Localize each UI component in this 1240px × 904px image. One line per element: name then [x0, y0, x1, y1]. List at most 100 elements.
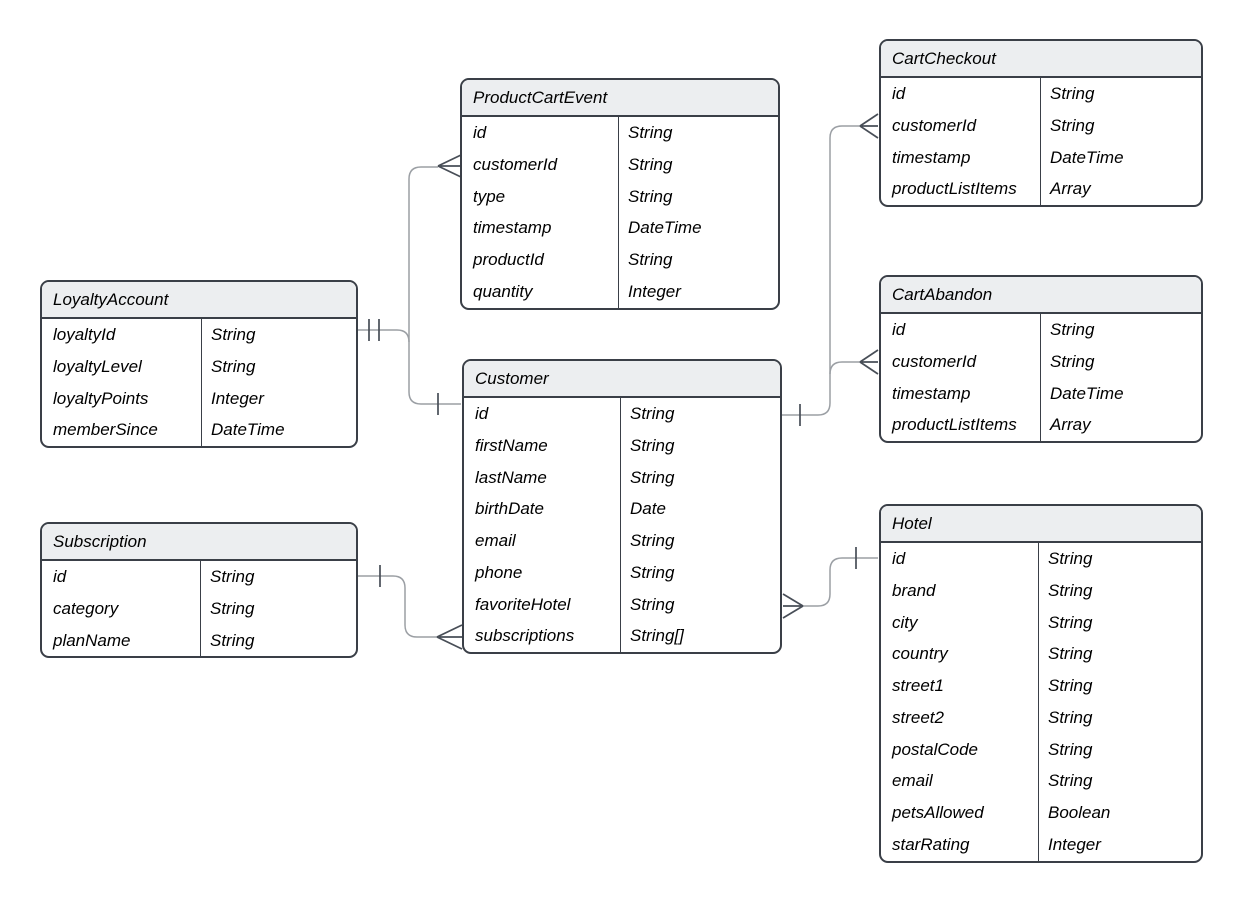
- attribute-type: String: [618, 117, 778, 149]
- attribute-type: String: [1038, 543, 1201, 575]
- attribute-name: planName: [53, 630, 131, 650]
- attribute-type: String: [618, 180, 778, 213]
- relationship-subscription-customer[interactable]: [358, 565, 463, 650]
- relationship-line[interactable]: [782, 125, 860, 416]
- attribute-name: customerId: [473, 154, 558, 174]
- attribute-name: memberSince: [53, 420, 158, 440]
- attribute-row: birthDate Date: [464, 493, 780, 525]
- attribute-type: String: [618, 148, 778, 181]
- attribute-type: String: [200, 561, 356, 593]
- entity-title-bar: ProductCartEvent: [462, 80, 778, 117]
- attribute-name: street1: [892, 676, 944, 695]
- attribute-type: Date: [620, 493, 780, 525]
- attribute-name: loyaltyLevel: [53, 356, 142, 376]
- attribute-name: phone: [475, 562, 523, 582]
- entity-title-bar: LoyaltyAccount: [42, 282, 356, 319]
- relationship-line[interactable]: [408, 166, 438, 342]
- attribute-name: id: [892, 320, 906, 339]
- attribute-name: timestamp: [892, 147, 971, 167]
- attribute-name: productId: [473, 250, 544, 269]
- attribute-type: String: [618, 244, 778, 276]
- relationship-customer-cartcheckout[interactable]: [782, 113, 879, 426]
- attribute-type: String: [620, 429, 780, 462]
- attribute-name: category: [53, 598, 119, 618]
- cardinality-marker: [799, 113, 879, 426]
- attribute-row: customerId String: [462, 148, 778, 181]
- attribute-name: id: [892, 84, 906, 103]
- attribute-name: customerId: [892, 115, 977, 135]
- attribute-type: String: [200, 592, 356, 625]
- relationship-customer-cartabandon[interactable]: [829, 349, 879, 375]
- entity-title-bar: Hotel: [881, 506, 1201, 543]
- attribute-row: productId String: [462, 244, 778, 276]
- attribute-name: id: [475, 404, 489, 423]
- attribute-type: DateTime: [201, 414, 356, 446]
- attribute-type: String: [1038, 574, 1201, 607]
- attribute-name: timestamp: [892, 383, 971, 403]
- attribute-type: String: [1040, 314, 1201, 346]
- attribute-name: starRating: [892, 834, 970, 854]
- entity-title: CartAbandon: [892, 285, 993, 304]
- entity-title-bar: Subscription: [42, 524, 356, 561]
- entity-title-bar: CartCheckout: [881, 41, 1201, 78]
- attribute-type: Integer: [201, 382, 356, 415]
- attribute-row: starRating Integer: [881, 828, 1201, 861]
- cardinality-marker: [368, 319, 439, 415]
- cardinality-marker: [782, 547, 857, 619]
- relationship-line[interactable]: [803, 557, 878, 607]
- entity-title: CartCheckout: [892, 49, 996, 68]
- relationship-customer-hotel[interactable]: [782, 547, 878, 619]
- relationship-line[interactable]: [358, 575, 437, 638]
- relationship-loyaltyaccount-customer[interactable]: [358, 319, 461, 415]
- attribute-name: productListItems: [892, 415, 1017, 435]
- attribute-type: Integer: [1038, 828, 1201, 861]
- attribute-name: loyaltyId: [53, 325, 116, 344]
- attribute-name: customerId: [892, 351, 977, 371]
- attribute-type: Boolean: [1038, 797, 1201, 829]
- attribute-row: type String: [462, 180, 778, 213]
- cardinality-marker: [379, 565, 463, 650]
- relationship-line[interactable]: [358, 329, 461, 405]
- attribute-type: String: [1038, 765, 1201, 797]
- attribute-name: subscriptions: [475, 626, 575, 646]
- attribute-name: city: [892, 612, 918, 632]
- entity-title: ProductCartEvent: [473, 88, 608, 107]
- attribute-name: birthDate: [475, 499, 544, 519]
- attribute-name: email: [475, 531, 516, 550]
- attribute-name: type: [473, 186, 506, 206]
- relationship-customer-productcartevent[interactable]: [408, 154, 462, 342]
- attribute-row: street1 String: [881, 670, 1201, 702]
- attribute-type: String: [1038, 670, 1201, 702]
- attribute-type: DateTime: [618, 212, 778, 244]
- relationship-line[interactable]: [829, 361, 860, 375]
